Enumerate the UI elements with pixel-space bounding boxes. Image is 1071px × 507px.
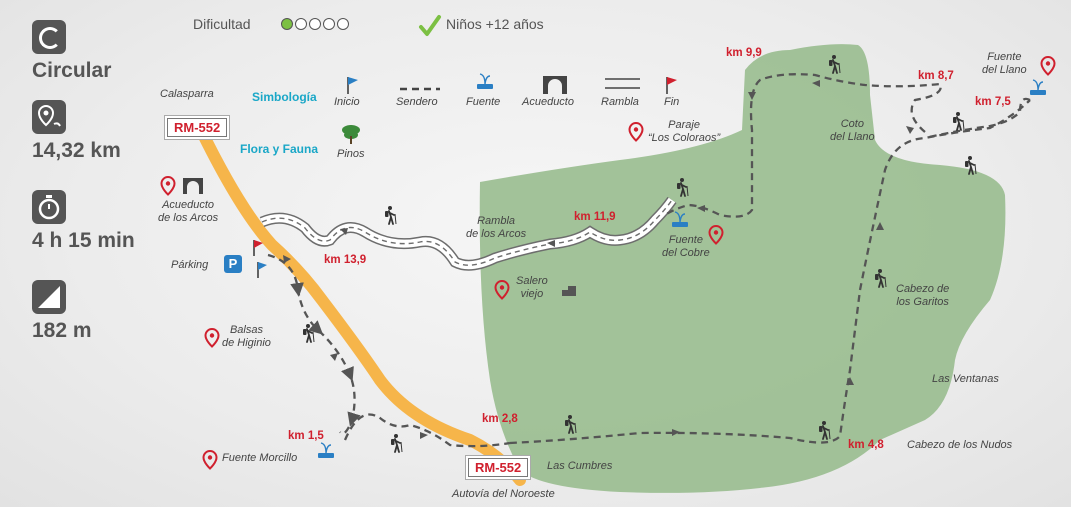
legend-fin: Fin bbox=[664, 96, 680, 108]
rm552-road bbox=[194, 122, 526, 486]
duration-value: 4 h 15 min bbox=[32, 229, 135, 252]
elevation-value: 182 m bbox=[32, 319, 92, 342]
hiker-icon bbox=[677, 178, 689, 197]
flora-title: Flora y Fauna bbox=[240, 142, 319, 156]
fuente-icon bbox=[477, 73, 493, 89]
label-salero: Salero viejo bbox=[516, 275, 548, 300]
label-cabezo-nudos: Cabezo de los Nudos bbox=[907, 439, 1013, 451]
inicio-flag-icon bbox=[347, 77, 358, 94]
fin-flag-icon bbox=[666, 77, 677, 94]
circular-icon bbox=[32, 20, 66, 54]
legend-title: Simbología bbox=[252, 90, 317, 104]
legend-rambla: Rambla bbox=[601, 96, 639, 108]
road-sign-rm552-top: RM-552 bbox=[167, 118, 228, 137]
distance-pin-icon bbox=[32, 100, 66, 134]
route-type-value: Circular bbox=[32, 59, 112, 82]
legend-acueducto: Acueducto bbox=[522, 96, 574, 108]
legend-sendero: Sendero bbox=[396, 96, 438, 108]
label-coto-llano: Coto del Llano bbox=[830, 118, 875, 143]
location-pin-icon bbox=[494, 280, 510, 300]
hiker-icon bbox=[385, 206, 397, 225]
legend-inicio: Inicio bbox=[334, 96, 360, 108]
difficulty-rating bbox=[281, 18, 349, 30]
label-fuente-llano: Fuente del Llano bbox=[982, 51, 1027, 76]
difficulty-dot bbox=[281, 18, 293, 30]
hiker-icon bbox=[953, 112, 965, 131]
label-parking: Párking bbox=[171, 259, 209, 271]
forest-area bbox=[479, 44, 1006, 493]
fuente-cobre-icon bbox=[672, 211, 688, 227]
inicio-flag-map-icon bbox=[257, 262, 267, 278]
check-icon bbox=[419, 15, 441, 36]
stat-distance: 14,32 km bbox=[32, 100, 182, 163]
acueducto-map-icon bbox=[183, 178, 203, 194]
hiker-icon bbox=[819, 421, 831, 440]
km-marker-4-8: km 4,8 bbox=[848, 439, 884, 451]
label-cabezo-garitos: Cabezo de los Garitos bbox=[896, 283, 950, 308]
location-pin-icon bbox=[708, 225, 724, 245]
pino-icon bbox=[342, 125, 360, 144]
location-pin-icon bbox=[160, 176, 176, 196]
stat-route-type: Circular bbox=[32, 20, 182, 83]
hiker-icon bbox=[965, 156, 977, 175]
hiker-icon bbox=[565, 415, 577, 434]
location-pin-icon bbox=[1040, 56, 1056, 76]
acueducto-icon bbox=[543, 76, 567, 94]
km-marker-7-5: km 7,5 bbox=[975, 96, 1011, 108]
label-balsas: Balsas de Higinio bbox=[222, 324, 271, 349]
km-marker-13-9: km 13,9 bbox=[324, 254, 367, 266]
kids-label: Niños +12 años bbox=[446, 16, 544, 32]
salero-ruins-icon bbox=[562, 286, 576, 296]
label-calasparra: Calasparra bbox=[160, 88, 214, 100]
hiker-icon bbox=[303, 324, 315, 343]
hiker-icon bbox=[875, 269, 887, 288]
km-marker-2-8: km 2,8 bbox=[482, 413, 518, 425]
label-autovia: Autovía del Noroeste bbox=[452, 488, 555, 500]
difficulty-dot bbox=[323, 18, 335, 30]
fuente-morcillo-icon bbox=[318, 442, 334, 458]
distance-value: 14,32 km bbox=[32, 139, 121, 162]
road-sign-rm552-bottom: RM-552 bbox=[468, 458, 529, 477]
parking-sign: P bbox=[224, 255, 242, 273]
location-pin-icon bbox=[204, 328, 220, 348]
location-pin-icon bbox=[202, 450, 218, 470]
label-fuente-morcillo: Fuente Morcillo bbox=[222, 452, 298, 464]
label-rambla-arcos: Rambla de los Arcos bbox=[466, 215, 527, 240]
stat-elevation: 182 m bbox=[32, 280, 182, 343]
label-ventanas: Las Ventanas bbox=[932, 373, 999, 385]
elevation-icon bbox=[32, 280, 66, 314]
km-marker-11-9: km 11,9 bbox=[574, 211, 616, 223]
rambla-river bbox=[259, 196, 677, 271]
km-marker-9-9: km 9,9 bbox=[726, 47, 762, 59]
difficulty-label: Dificultad bbox=[193, 16, 251, 32]
stopwatch-icon bbox=[32, 190, 66, 224]
difficulty-dot bbox=[309, 18, 321, 30]
hiker-icon bbox=[391, 434, 403, 453]
trail-arrows bbox=[283, 80, 914, 439]
fuente-llano-icon bbox=[1030, 79, 1046, 95]
location-pin-icon bbox=[628, 122, 644, 142]
rambla-line-icon bbox=[605, 78, 640, 89]
label-las-cumbres: Las Cumbres bbox=[547, 460, 613, 472]
label-paraje: Paraje “Los Coloraos” bbox=[648, 119, 721, 144]
stat-duration: 4 h 15 min bbox=[32, 190, 182, 253]
hiker-icon bbox=[829, 55, 841, 74]
difficulty-dot bbox=[337, 18, 349, 30]
difficulty-dot bbox=[295, 18, 307, 30]
fin-flag-map-icon bbox=[253, 240, 263, 256]
label-acueducto: Acueducto de los Arcos bbox=[158, 199, 219, 224]
km-marker-1-5: km 1,5 bbox=[288, 430, 324, 442]
km-marker-8-7: km 8,7 bbox=[918, 70, 954, 82]
legend-fuente: Fuente bbox=[466, 96, 501, 108]
legend-pinos: Pinos bbox=[337, 148, 365, 160]
label-fuente-cobre: Fuente del Cobre bbox=[662, 234, 710, 259]
legend-symbols bbox=[342, 73, 677, 144]
